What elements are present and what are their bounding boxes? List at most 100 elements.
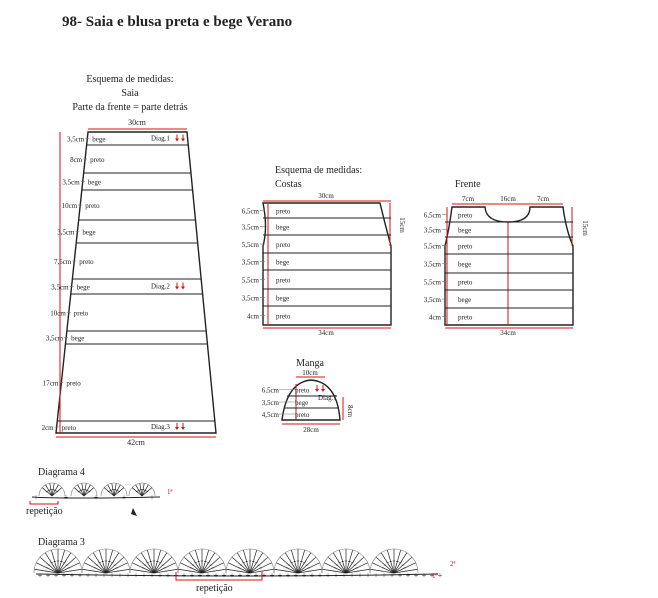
- sleeve-band-color-label: preto: [295, 387, 310, 395]
- skirt-band-diag-arrows-icon: [175, 134, 185, 142]
- skirt-band-height-label: 3,5cm: [57, 229, 75, 237]
- diagram-3-sc-mark: +: [310, 571, 315, 580]
- diagram-3-sc-mark: +: [334, 571, 339, 580]
- sleeve-diag-arrows-icon: [315, 385, 325, 392]
- back-outline: [262, 202, 392, 326]
- diagram-3-fan: [177, 548, 227, 574]
- diagram-3-sc-mark: +: [158, 571, 163, 580]
- diagram-3-sc-mark: +: [78, 571, 83, 580]
- back-band-height-label: 5,5cm: [242, 277, 260, 285]
- diagram-3-sc-mark: +: [102, 571, 107, 580]
- front-band-color-label: preto: [458, 212, 473, 220]
- diagram-3-sc-mark: +: [118, 571, 123, 580]
- skirt-band-color-label: bege: [82, 229, 95, 237]
- diagram-4-fan: [38, 482, 66, 497]
- skirt-band-height-label: 10cm: [62, 202, 78, 210]
- diagram-3: Diagrama 3 +++++++++++++++++++++++++++++…: [33, 537, 456, 594]
- front-neck-center: 16cm: [500, 195, 516, 203]
- sleeve-diag-label: Diag.1: [318, 394, 337, 402]
- skirt-band-color-label: bege: [71, 335, 84, 343]
- diagram-3-sc-mark: +: [70, 571, 75, 580]
- sleeve-band-height-label: 4,5cm: [262, 411, 280, 419]
- diagram-3-sc-mark: +: [286, 571, 291, 580]
- skirt-band-color-label: preto: [66, 380, 81, 388]
- diagram-3-sc-mark: +: [422, 571, 427, 580]
- back-band-height-label: 4cm: [247, 313, 260, 321]
- diagram-3-sc-mark: +: [406, 571, 411, 580]
- front-heading: Frente: [455, 179, 481, 190]
- skirt-band-color-label: bege: [88, 179, 101, 187]
- back-band-height-label: 3,5cm: [242, 224, 260, 232]
- diagram-3-base-chain: [35, 573, 439, 577]
- skirt-band-color-label: bege: [92, 136, 105, 144]
- back-band-height-label: 3,5cm: [242, 259, 260, 267]
- skirt-schema: Esquema de medidas: Saia Parte da frente…: [42, 74, 217, 447]
- diagram-3-label: Diagrama 3: [38, 537, 85, 548]
- diagram-3-sc-mark: +: [342, 571, 347, 580]
- front-band-color-label: bege: [458, 227, 471, 235]
- sleeve-heading: Manga: [296, 358, 324, 369]
- front-band-height-label: 3,5cm: [424, 227, 442, 235]
- diagram-3-sc-mark: +: [62, 571, 67, 580]
- diagram-4-sc-mark: +: [122, 493, 127, 502]
- sleeve-band-height-label: 6,5cm: [262, 387, 280, 395]
- diagram-3-sc-mark: +: [294, 571, 299, 580]
- diagram-3-sc-mark: +: [182, 571, 187, 580]
- diagram-3-fan: [129, 548, 179, 574]
- diagram-3-repeat-label: repetição: [196, 583, 233, 594]
- diagram-3-sc-mark: +: [206, 571, 211, 580]
- diagram-3-sc-mark: +: [278, 571, 283, 580]
- back-band-color-label: preto: [276, 208, 291, 216]
- skirt-band-height-label: 17cm: [43, 380, 59, 388]
- back-heading-2: Costas: [275, 179, 302, 190]
- diagram-3-sc-mark: +: [254, 571, 259, 580]
- diagram-3-fan: [225, 548, 275, 574]
- back-armhole: 15cm: [398, 217, 406, 233]
- skirt-heading-2: Saia: [121, 88, 139, 99]
- diagram-3-sc-mark: +: [398, 571, 403, 580]
- skirt-band-height-label: 3,5cm: [62, 179, 80, 187]
- skirt-outline: [55, 131, 217, 434]
- diagram-3-sc-mark: +: [430, 571, 435, 580]
- diagram-3-sc-mark: +: [366, 571, 371, 580]
- diagram-3-sc-mark: +: [54, 571, 59, 580]
- diagram-3-sc-mark: +: [246, 571, 251, 580]
- sleeve-top-width: 10cm: [302, 369, 318, 377]
- sleeve-band-height-label: 3,5cm: [262, 399, 280, 407]
- skirt-band-height-label: 10cm: [50, 310, 66, 318]
- front-armhole: 15cm: [581, 220, 589, 236]
- sleeve-side: 8cm: [346, 405, 354, 418]
- front-band-color-label: preto: [458, 279, 473, 287]
- diagram-3-sc-mark: +: [358, 571, 363, 580]
- skirt-band-diag-arrows-icon: [175, 423, 185, 430]
- diagram-3-repeat-bracket: [175, 572, 263, 581]
- skirt-band-height-label: 3,5cm: [51, 284, 69, 292]
- back-schema: Esquema de medidas: Costas 30cm 15cm 34c…: [242, 165, 406, 337]
- diagram-3-sc-mark: +: [214, 571, 219, 580]
- diagram-4-repeat-bracket: [29, 501, 59, 505]
- diagram-4-base-chain: [31, 496, 161, 499]
- diagram-3-sc-mark: +: [382, 571, 387, 580]
- diagram-3-sc-mark: +: [230, 571, 235, 580]
- diagram-3-sc-mark: +: [222, 571, 227, 580]
- skirt-bottom-width: 42cm: [127, 438, 146, 447]
- diagram-4-sc-mark: +: [34, 493, 39, 502]
- diagram-3-sc-mark: +: [238, 571, 243, 580]
- diagram-3-fan: [321, 548, 371, 574]
- front-band-height-label: 4cm: [429, 314, 442, 322]
- front-band-color-label: bege: [458, 296, 471, 304]
- sleeve-band-color-label: preto: [295, 411, 310, 419]
- back-band-color-label: preto: [276, 241, 291, 249]
- skirt-band-height-label: 3,5cm: [67, 136, 85, 144]
- diagram-3-sc-mark: +: [86, 571, 91, 580]
- diagram-4-sc-mark: +: [150, 493, 155, 502]
- skirt-band-color-label: preto: [85, 202, 100, 210]
- back-band-color-label: preto: [276, 277, 291, 285]
- back-band-height-label: 5,5cm: [242, 241, 260, 249]
- back-band-height-label: 6,5cm: [242, 208, 260, 216]
- back-band-color-label: bege: [276, 259, 289, 267]
- diagram-3-sc-mark: +: [134, 571, 139, 580]
